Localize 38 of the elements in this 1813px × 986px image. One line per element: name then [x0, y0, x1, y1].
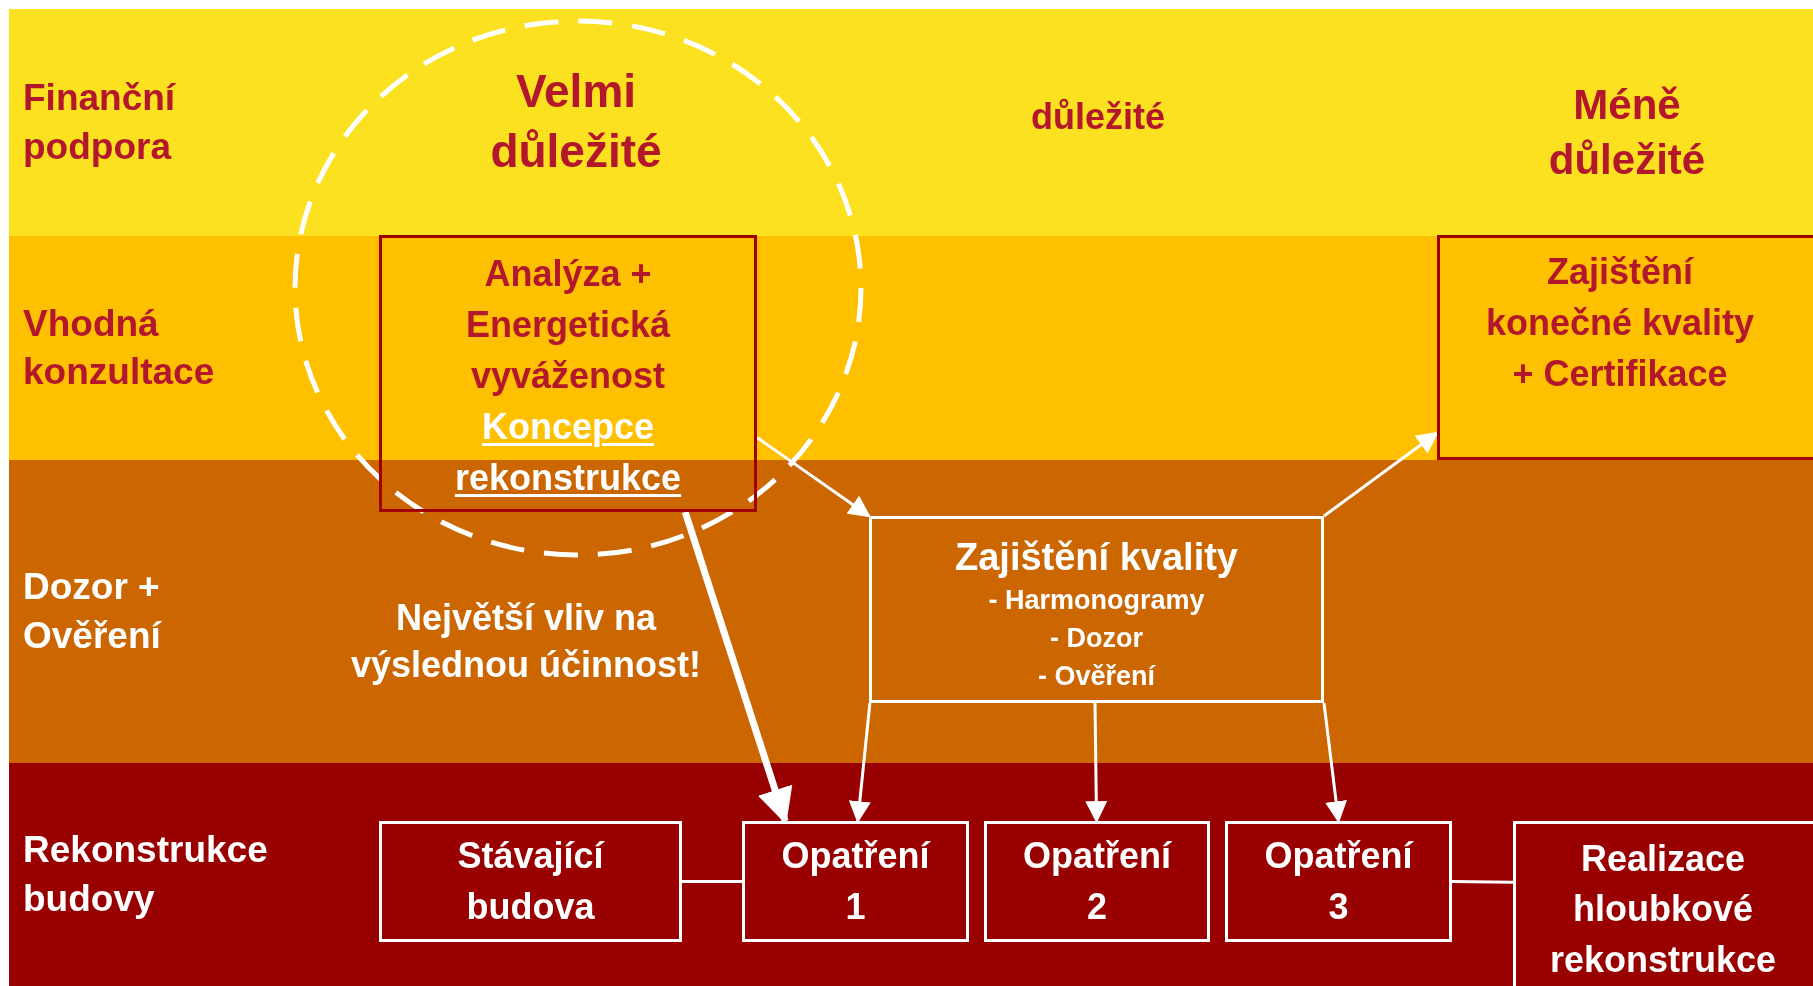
process-box	[379, 235, 757, 512]
process-box	[379, 821, 682, 942]
arrow	[848, 702, 872, 824]
box-title: Opatření 3	[1263, 834, 1414, 929]
box-title: Zajištění konečné kvality + Certifikace	[1484, 250, 1756, 397]
column-heading: Méně důležité	[1547, 80, 1707, 185]
box-title: Opatření 1	[780, 834, 931, 929]
box-title: Opatření 2	[1022, 834, 1172, 929]
box-title: Stávající budova	[456, 834, 606, 929]
process-box	[869, 516, 1324, 703]
box-text: - Harmonogramy	[988, 584, 1205, 618]
arrow	[756, 436, 871, 518]
arrow	[1085, 702, 1108, 824]
row-label: Vhodná konzultace	[23, 301, 216, 394]
box-text: - Ověření	[1037, 660, 1155, 693]
row-label: Rekonstrukce budovy	[23, 828, 269, 921]
process-box	[984, 821, 1210, 942]
row-label: Finanční podpora	[23, 76, 177, 169]
box-title: Realizace hloubkové rekonstrukce	[1548, 837, 1778, 982]
band	[9, 460, 1813, 763]
process-box	[742, 821, 969, 942]
box-text: - Dozor	[1050, 622, 1143, 656]
arrow	[1323, 431, 1439, 518]
process-box	[1225, 821, 1452, 942]
column-heading: důležité	[1030, 94, 1166, 139]
row-label: Dozor + Ověření	[23, 565, 163, 658]
column-heading: Velmi důležité	[489, 64, 663, 179]
process-box	[1513, 821, 1813, 986]
box-text: Koncepce rekonstrukce	[453, 405, 683, 501]
box-title: Analýza + Energetická vyváženost	[464, 252, 672, 399]
band	[9, 763, 1813, 986]
connector-line	[1452, 880, 1513, 884]
arrow	[1322, 702, 1347, 824]
band	[9, 9, 1813, 236]
box-title: Zajištění kvality	[955, 535, 1238, 580]
band	[9, 236, 1813, 460]
connector-line	[682, 880, 742, 883]
note-text: Největší vliv na výslednou účinnost!	[349, 596, 702, 687]
